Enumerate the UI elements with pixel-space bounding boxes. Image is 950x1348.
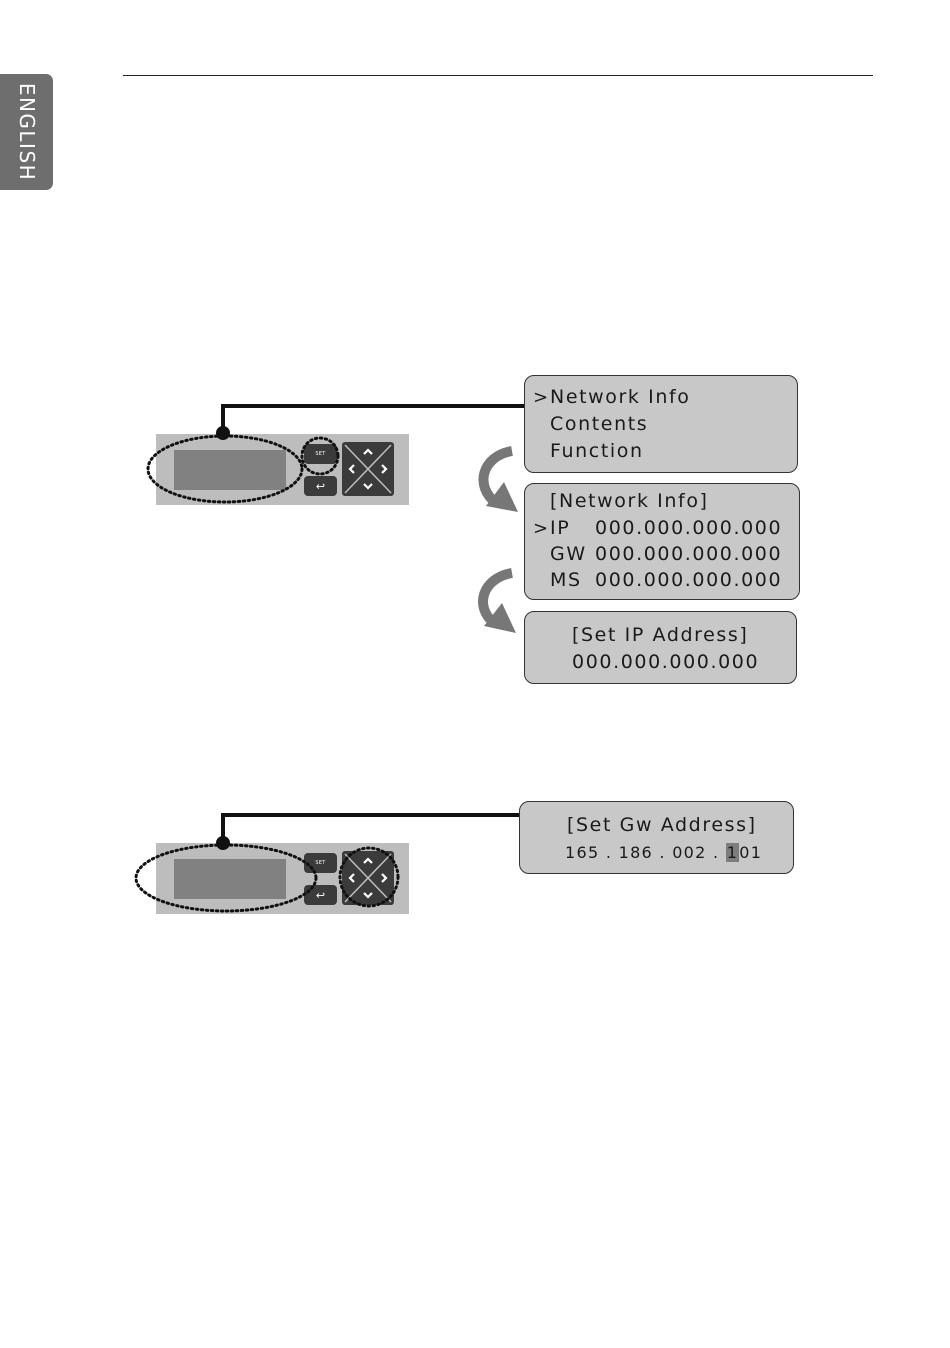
lcd-display	[174, 859, 286, 899]
back-arrow-icon: ↩	[316, 481, 325, 492]
menu-item: Function	[550, 440, 644, 462]
row-label: MS	[550, 569, 582, 591]
controller-panel-1: SET ↩	[156, 434, 409, 505]
screen-set-gw: [Set Gw Address] 165 . 186 . 002 . 101	[519, 801, 794, 874]
direction-pad[interactable]	[342, 442, 394, 496]
leader-line	[223, 406, 524, 433]
screen-title: [Set Gw Address]	[567, 814, 757, 836]
arrow-up-icon	[364, 450, 372, 454]
menu-cursor: >	[533, 387, 548, 408]
row-label: GW	[550, 543, 587, 565]
menu-item: Contents	[550, 413, 648, 435]
arrow-right-icon	[382, 465, 386, 473]
direction-pad[interactable]	[342, 851, 394, 905]
arrow-down-icon	[364, 484, 372, 488]
language-label: ENGLISH	[15, 83, 39, 181]
menu-item: Network Info	[550, 386, 691, 408]
leader-line	[223, 815, 519, 843]
screen-network-info: [Network Info] > IP 000.000.000.000 GW 0…	[524, 483, 800, 600]
gw-value: 165 . 186 . 002 . 101	[565, 843, 762, 862]
flow-arrowhead	[486, 482, 518, 512]
controller-panel-2: SET ↩	[156, 843, 409, 914]
arrow-right-icon	[382, 874, 386, 882]
set-button[interactable]: SET	[304, 444, 337, 464]
screen-set-ip: [Set IP Address] 000.000.000.000	[524, 611, 797, 684]
row-value: 000.000.000.000	[595, 543, 782, 565]
screen-title: [Network Info]	[550, 490, 709, 512]
gw-value-prefix: 165 . 186 . 002 .	[565, 843, 726, 862]
back-arrow-icon: ↩	[316, 890, 325, 901]
row-value: 000.000.000.000	[595, 517, 782, 539]
flow-arrow-icon	[483, 451, 512, 503]
arrow-left-icon	[350, 874, 354, 882]
ip-value: 000.000.000.000	[572, 651, 759, 673]
menu-cursor: >	[533, 518, 548, 539]
back-button[interactable]: ↩	[304, 476, 337, 496]
edit-cursor: 1	[726, 843, 739, 862]
set-button[interactable]: SET	[304, 853, 337, 873]
header-rule	[123, 75, 873, 76]
arrow-down-icon	[364, 893, 372, 897]
flow-arrowhead	[484, 603, 516, 633]
screen-main-menu: > Network Info Contents Function	[524, 375, 798, 473]
lcd-display	[174, 450, 286, 490]
flow-arrow-icon	[483, 573, 512, 623]
gw-value-suffix: 01	[739, 843, 762, 862]
row-label: IP	[550, 517, 570, 539]
screen-title: [Set IP Address]	[572, 624, 748, 646]
arrow-left-icon	[350, 465, 354, 473]
back-button[interactable]: ↩	[304, 885, 337, 905]
arrow-up-icon	[364, 859, 372, 863]
language-tab: ENGLISH	[0, 74, 53, 190]
row-value: 000.000.000.000	[595, 569, 782, 591]
